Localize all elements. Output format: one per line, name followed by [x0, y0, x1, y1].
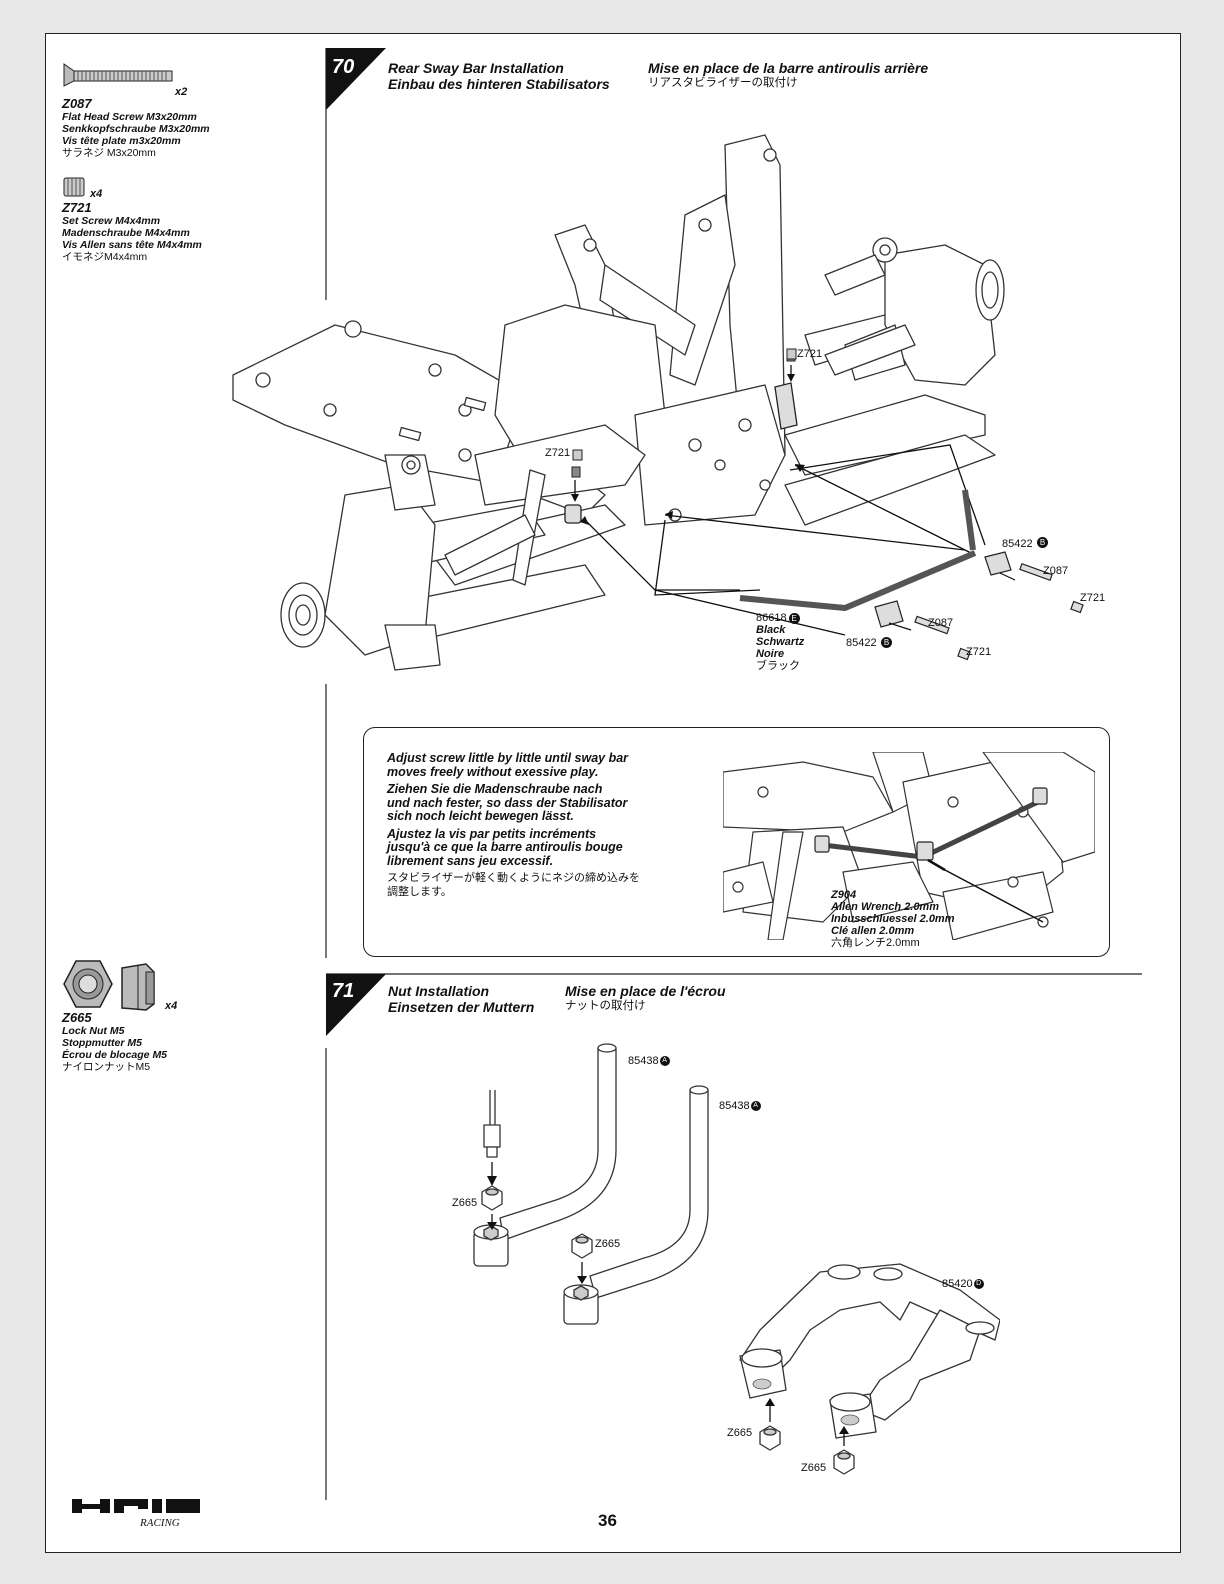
tool-name: Inbusschluessel 2.0mm	[831, 913, 955, 925]
note-fr: jusqu'à ce que la barre antiroulis bouge	[387, 840, 623, 854]
part-desc: Écrou de blocage M5	[62, 1049, 168, 1061]
title-en: Rear Sway Bar Installation	[388, 60, 564, 76]
label-z665-c: Z665	[727, 1427, 753, 1439]
title-de: Einsetzen der Muttern	[388, 999, 535, 1015]
label-part-85422-left: 85422	[846, 637, 877, 649]
nut-installation-illustration	[473, 1043, 1000, 1475]
part-code: Z665	[62, 1010, 92, 1025]
label-part-85438-a: 85438 A	[628, 1055, 670, 1067]
note-de: sich noch leicht bewegen lässt.	[387, 809, 574, 823]
label-z087-right: Z087	[1043, 565, 1069, 577]
note-fr: librement sans jeu excessif.	[387, 853, 554, 868]
title-jp: ナットの取付け	[565, 1000, 646, 1012]
part-code: Z087	[62, 96, 92, 111]
color-fr: Noire	[756, 648, 785, 660]
title-fr: Mise en place de l'écrou	[565, 983, 726, 999]
part-jp: イモネジM4x4mm	[62, 251, 148, 263]
step-number: 70	[332, 56, 355, 78]
sway-bar-adjustment-detail-illustration	[723, 752, 1095, 940]
part-desc: Set Screw M4x4mm	[62, 215, 161, 227]
part-jp: ナイロンナットM5	[62, 1061, 151, 1073]
label-z721-right: Z721	[1080, 592, 1106, 604]
title-fr: Mise en place de la barre antiroulis arr…	[648, 60, 929, 76]
part-sheet-marker-icon: B	[881, 637, 892, 648]
part-qty: x2	[175, 86, 188, 98]
part-desc: Lock Nut M5	[62, 1025, 125, 1037]
note-fr: Ajustez la vis par petits incréments	[387, 826, 597, 841]
tool-code: Z904	[831, 889, 857, 901]
lock-nut-icon	[63, 960, 155, 1011]
hpi-racing-logo: RACING	[72, 1499, 200, 1529]
page-number: 36	[598, 1511, 617, 1530]
label-part-85422-right: 85422	[1002, 538, 1033, 550]
note-de: und nach fester, so dass der Stabilisato…	[387, 795, 628, 810]
part-desc: Madenschraube M4x4mm	[62, 227, 190, 239]
color-en: Black	[756, 624, 786, 636]
label-part-85420: 85420 D	[942, 1278, 984, 1290]
title-jp: リアスタビライザーの取付け	[648, 77, 798, 89]
part-sheet-marker-icon: A	[659, 1056, 670, 1066]
label-z721-top: Z721	[797, 348, 823, 360]
part-sheet-marker-icon: D	[973, 1279, 984, 1289]
tool-name: Allen Wrench 2.0mm	[831, 901, 939, 913]
set-screw-icon	[63, 177, 85, 197]
flat-head-screw-icon	[63, 63, 173, 87]
label-z087-left: Z087	[928, 617, 954, 629]
step-71-badge	[326, 974, 386, 1036]
part-desc: Senkkopfschraube M3x20mm	[62, 123, 210, 135]
part-sheet-marker-icon: B	[1037, 537, 1048, 548]
part-entry-z087: Z087 Flat Head Screw M3x20mm Senkkopfsch…	[62, 96, 210, 159]
tool-z904-label: Z904 Allen Wrench 2.0mm Inbusschluessel …	[831, 889, 955, 949]
note-jp: スタビライザーが軽く動くようにネジの締め込みを	[387, 872, 640, 884]
part-jp: サラネジ M3x20mm	[62, 147, 156, 159]
part-number: 85438	[628, 1055, 659, 1067]
part-qty: x4	[165, 1000, 178, 1012]
step-70-title-alt: Mise en place de la barre antiroulis arr…	[648, 60, 928, 90]
step-number: 71	[332, 980, 355, 1002]
label-z665-d: Z665	[801, 1462, 827, 1474]
note-en: Adjust screw little by little until sway…	[387, 751, 629, 765]
adjustment-note-text: Adjust screw little by little until sway…	[387, 751, 707, 899]
part-desc: Flat Head Screw M3x20mm	[62, 111, 197, 123]
label-part-85438-b: 85438 A	[719, 1100, 761, 1112]
color-jp: ブラック	[756, 660, 800, 672]
label-z721-bottom: Z721	[966, 646, 992, 658]
step-separator-line	[326, 973, 1142, 975]
part-number: 85438	[719, 1100, 750, 1112]
color-de: Schwartz	[756, 636, 805, 648]
part-entry-z721: Z721 Set Screw M4x4mm Madenschraube M4x4…	[62, 200, 202, 263]
step-70-title: Rear Sway Bar Installation Einbau des hi…	[388, 60, 610, 92]
logo-sub: RACING	[139, 1517, 180, 1529]
part-desc: Vis Allen sans tête M4x4mm	[62, 239, 202, 251]
note-jp: 調整します。	[387, 886, 452, 898]
part-number: 86618	[756, 612, 787, 624]
part-number: 85420	[942, 1278, 973, 1290]
part-code: Z721	[62, 200, 92, 215]
tool-jp: 六角レンチ2.0mm	[831, 937, 920, 949]
step-71-title: Nut Installation Einsetzen der Muttern	[388, 983, 534, 1015]
part-sheet-marker-icon: E	[788, 612, 800, 624]
part-desc: Vis tête plate m3x20mm	[62, 135, 181, 147]
label-z665-a: Z665	[452, 1197, 478, 1209]
note-en: moves freely without exessive play.	[387, 764, 599, 779]
note-de: Ziehen Sie die Madenschraube nach	[387, 782, 603, 796]
rear-chassis-illustration	[232, 134, 1084, 671]
title-en: Nut Installation	[388, 983, 490, 999]
label-part-86618: 86618 E Black Schwartz Noire ブラック	[756, 612, 804, 672]
title-de: Einbau des hinteren Stabilisators	[388, 76, 610, 92]
step-70-badge	[326, 48, 386, 110]
label-z721-left: Z721	[545, 447, 571, 459]
tool-name: Clé allen 2.0mm	[831, 925, 915, 937]
part-qty: x4	[90, 188, 103, 200]
label-z665-b: Z665	[595, 1238, 621, 1250]
step-71-title-alt: Mise en place de l'écrou ナットの取付け	[565, 983, 726, 1013]
adjustment-note-box	[363, 727, 1110, 957]
part-sheet-marker-icon: A	[750, 1101, 761, 1111]
part-entry-z665: Z665 Lock Nut M5 Stoppmutter M5 Écrou de…	[62, 1010, 167, 1073]
part-desc: Stoppmutter M5	[62, 1037, 142, 1049]
